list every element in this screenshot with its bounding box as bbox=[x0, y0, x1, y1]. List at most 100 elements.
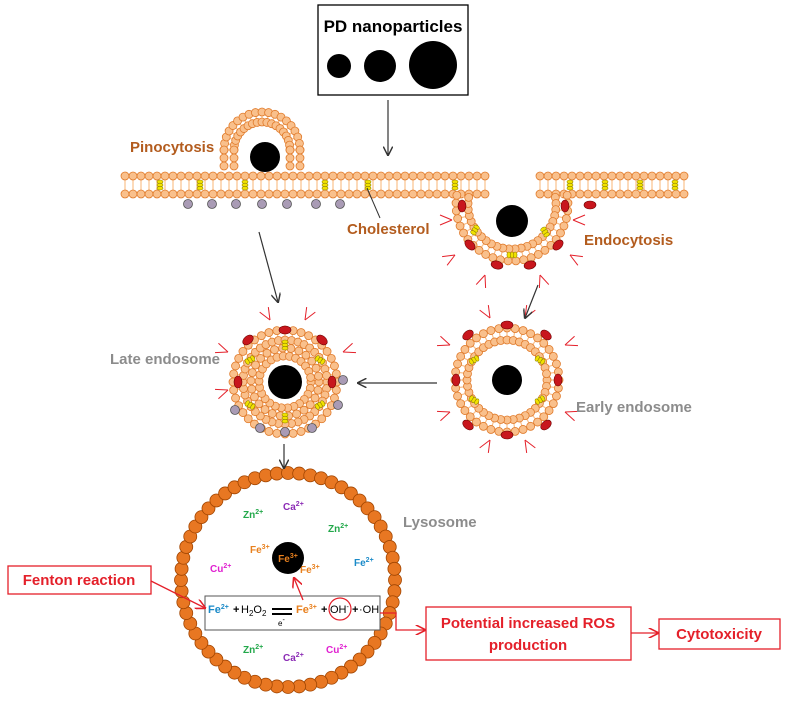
spike-line bbox=[484, 274, 487, 289]
spike-line bbox=[475, 274, 486, 285]
spike-line bbox=[436, 410, 451, 413]
lipid-head bbox=[455, 221, 465, 231]
ion-ca: Ca2+ bbox=[283, 501, 304, 513]
receptor-body bbox=[540, 329, 552, 341]
lipid-head bbox=[160, 189, 170, 199]
lipid-head bbox=[544, 406, 554, 415]
membrane-protein bbox=[257, 199, 267, 209]
early-endosome-label: Early endosome bbox=[576, 399, 692, 416]
lipid-head bbox=[136, 171, 146, 181]
reaction-plus: + bbox=[352, 604, 358, 616]
ion-zn: Zn2+ bbox=[243, 509, 263, 521]
cholesterol bbox=[566, 179, 574, 191]
cholesterol-ring bbox=[451, 186, 459, 191]
nanoparticle-medium bbox=[364, 50, 396, 82]
lipid-head bbox=[256, 189, 266, 199]
cholesterol-ring bbox=[540, 358, 546, 365]
lipid-head bbox=[472, 171, 482, 181]
cholesterol-label: Cholesterol bbox=[347, 221, 430, 238]
cholesterol-ring bbox=[601, 186, 609, 191]
lipid-head bbox=[322, 408, 332, 417]
lipid-head bbox=[631, 189, 641, 199]
lipid-head bbox=[312, 189, 322, 199]
endocytosis-label: Endocytosis bbox=[584, 232, 673, 249]
lipid-head bbox=[238, 408, 248, 417]
lipid-head bbox=[322, 347, 332, 356]
lipid-head bbox=[262, 348, 272, 358]
receptor bbox=[540, 419, 552, 431]
cholesterol-ring bbox=[566, 186, 574, 191]
cholesterol-ring bbox=[281, 346, 289, 351]
lysosome bbox=[174, 466, 402, 694]
lipid-head bbox=[368, 171, 378, 181]
lipid-head bbox=[639, 189, 649, 199]
receptor-body bbox=[490, 260, 504, 270]
fenton-equation: Fe2+ + H2O2 e- Fe3+ + OH- + ·OH bbox=[208, 597, 379, 628]
lipid-head bbox=[453, 391, 462, 401]
lipid-head bbox=[304, 189, 314, 199]
spike-line bbox=[564, 410, 579, 413]
lipid-head bbox=[432, 189, 442, 199]
spike-line bbox=[539, 274, 550, 285]
lipid-head bbox=[548, 399, 558, 409]
lipid-head bbox=[474, 245, 484, 255]
spike-line bbox=[439, 219, 453, 226]
lipid-head bbox=[231, 361, 240, 371]
lipid-head bbox=[144, 189, 154, 199]
lipid-head bbox=[472, 189, 482, 199]
cholesterol bbox=[241, 179, 249, 191]
reaction-oh-minus: OH- bbox=[330, 604, 350, 616]
lipid-head bbox=[599, 189, 609, 199]
fenton-pointer-arrow bbox=[150, 580, 205, 608]
lipid-head bbox=[247, 384, 257, 394]
spike-line bbox=[440, 335, 451, 346]
reaction-fe3: Fe3+ bbox=[296, 604, 317, 616]
lipid-head bbox=[295, 145, 305, 155]
lipid-head bbox=[352, 171, 362, 181]
arrow-endocytosis-to-early-endosome bbox=[525, 284, 539, 318]
receptor-spike bbox=[214, 388, 229, 400]
lipid-head bbox=[272, 189, 282, 199]
ion-zn: Zn2+ bbox=[328, 523, 348, 535]
receptor-body bbox=[500, 320, 514, 330]
cytotoxicity-box bbox=[658, 618, 781, 650]
lipid-head bbox=[264, 427, 274, 436]
receptor-body bbox=[457, 199, 467, 213]
lipid-head bbox=[285, 145, 295, 155]
receptor bbox=[560, 199, 570, 213]
lipid-head bbox=[540, 245, 550, 255]
cholesterol bbox=[321, 179, 329, 191]
lipid-head bbox=[575, 189, 585, 199]
lipid-head bbox=[294, 346, 304, 356]
spike-line bbox=[439, 214, 453, 221]
spike-line bbox=[479, 439, 491, 449]
receptor-spike bbox=[214, 342, 229, 354]
receptor bbox=[583, 200, 597, 210]
cholesterol-ring bbox=[321, 186, 329, 191]
receptor-spike bbox=[439, 214, 453, 226]
lipid-head bbox=[400, 189, 410, 199]
lipid-head bbox=[655, 171, 665, 181]
nanoparticle-small bbox=[327, 54, 351, 78]
lipid-head bbox=[360, 171, 370, 181]
cholesterol bbox=[244, 355, 256, 365]
spike-line bbox=[564, 411, 575, 422]
lipid-head bbox=[655, 189, 665, 199]
spike-line bbox=[572, 214, 586, 221]
receptor bbox=[451, 373, 461, 387]
cholesterol-ring bbox=[196, 186, 204, 191]
lipid-head bbox=[280, 171, 290, 181]
lipid-head bbox=[219, 161, 229, 171]
lipid-head bbox=[224, 189, 234, 199]
lipid-head bbox=[533, 333, 542, 343]
lipid-head bbox=[575, 171, 585, 181]
lipid-head bbox=[313, 385, 323, 395]
spike-line bbox=[214, 351, 229, 354]
lipid-head bbox=[336, 171, 346, 181]
spike-line bbox=[218, 389, 229, 400]
ros-label-line2: production bbox=[489, 637, 567, 654]
spike-line bbox=[569, 254, 579, 266]
lipid-head bbox=[160, 171, 170, 181]
lipid-head bbox=[440, 189, 450, 199]
receptor-spike bbox=[479, 305, 491, 319]
